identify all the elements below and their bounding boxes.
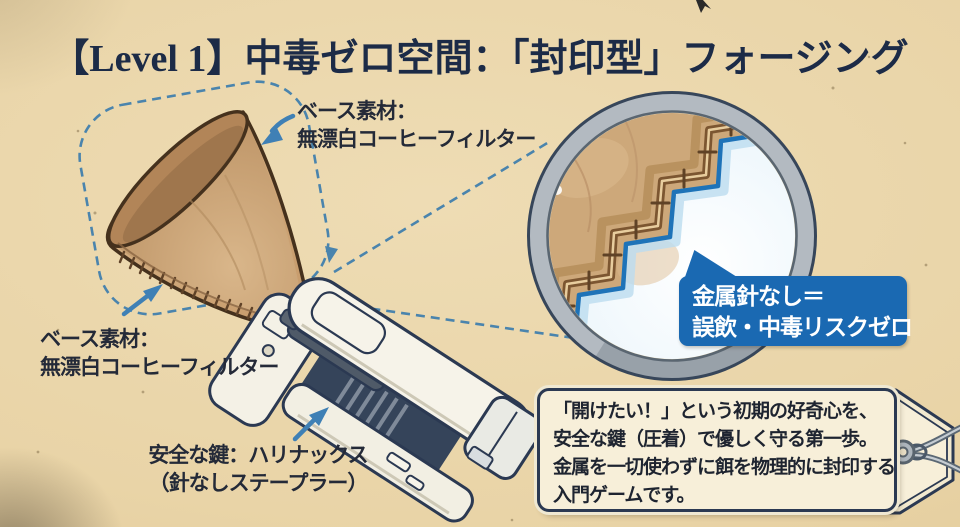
- label-base-material-left: ベース素材： 無漂白コーヒーフィルター: [40, 326, 279, 382]
- note-line: 入門ゲームです。: [553, 485, 696, 506]
- note-line: 金属を一切使わずに餌を物理的に封印する: [553, 457, 896, 478]
- callout-arrows: [121, 113, 329, 442]
- title-main-text: 中毒ゼロ空間：「封印型」フォージング: [244, 38, 909, 80]
- cursor-icon: [696, 0, 711, 13]
- note-line: 安全な鍵（圧着）で優しく守る第一歩。: [553, 429, 878, 450]
- coffee-filter-illustration: [105, 109, 312, 334]
- description-note-box: 「開けたい！」という初期の好奇心を、 安全な鍵（圧着）で優しく守る第一歩。 金属…: [537, 388, 897, 512]
- label-line: 無漂白コーヒーフィルター: [297, 128, 536, 151]
- paper-speckles: [36, 55, 928, 522]
- magnified-view-circle: [527, 91, 817, 381]
- dashed-outline-arrowhead: [325, 246, 338, 263]
- filter-dashed-outline: [78, 80, 330, 316]
- badge-line: 誤飲・中毒リスクゼロ: [692, 314, 913, 340]
- stapler-illustration: [208, 277, 544, 523]
- note-line: 「開けたい！」という初期の好奇心を、: [553, 401, 878, 422]
- title-level-prefix: 【Level 1】: [51, 38, 245, 80]
- label-line: （針なしステープラー）: [148, 472, 369, 495]
- arrow-to-filter-bottom: [121, 291, 153, 317]
- paper-region: [549, 113, 765, 339]
- label-line: ベース素材：: [297, 100, 417, 123]
- label-safe-key-stapler: 安全な鍵：ハリナックス （針なしステープラー）: [134, 442, 382, 498]
- badge-line: 金属針なし＝: [692, 283, 825, 309]
- no-metal-badge: 金属針なし＝ 誤飲・中毒リスクゼロ: [679, 250, 913, 346]
- page-title: 【Level 1】中毒ゼロ空間：「封印型」フォージング: [0, 27, 960, 82]
- tag-string: [906, 424, 960, 474]
- arrow-to-stapler: [292, 415, 319, 442]
- label-line: 安全な鍵：ハリナックス: [148, 444, 368, 467]
- label-base-material-top: ベース素材： 無漂白コーヒーフィルター: [297, 98, 536, 154]
- label-line: 無漂白コーヒーフィルター: [40, 356, 279, 379]
- label-line: ベース素材：: [40, 328, 160, 351]
